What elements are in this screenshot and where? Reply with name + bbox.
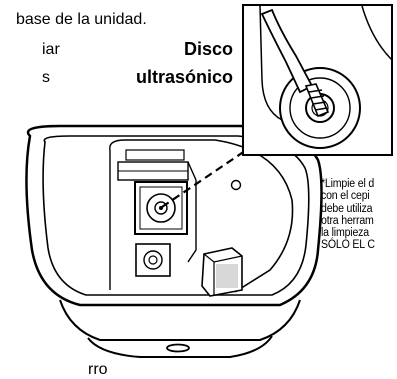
ultrasonic-disc-label: Disco ultrasónico bbox=[136, 38, 233, 88]
housing-outline bbox=[25, 124, 323, 307]
side-note-line-3: debe utiliza bbox=[321, 202, 373, 215]
side-note-line-6: SÓLO EL C bbox=[321, 239, 375, 252]
foot-slot bbox=[166, 343, 190, 353]
side-note-line-2: con el cepi bbox=[321, 190, 370, 203]
side-note-line-5: la limpieza bbox=[321, 227, 369, 240]
leader-line bbox=[161, 129, 277, 208]
callout-line-1: Disco bbox=[183, 39, 233, 59]
body-text-line-2: iar bbox=[42, 41, 60, 58]
side-note-line-4: otra herram bbox=[321, 214, 374, 227]
cleaning-brush-icon bbox=[260, 8, 314, 94]
base-foot bbox=[59, 299, 301, 341]
humidifier-base-illustration bbox=[25, 4, 393, 358]
body-text-line-3: s bbox=[42, 69, 50, 86]
body-text-line-1: base de la unidad. bbox=[16, 11, 147, 28]
side-note-line-1: *Limpie el d bbox=[321, 178, 375, 190]
ultrasonic-disc-icon bbox=[146, 193, 176, 223]
side-note: *Limpie el d con el cepi debe utiliza ot… bbox=[321, 178, 375, 252]
ultrasonic-disc-housing bbox=[134, 181, 188, 235]
callout-line-2: ultrasónico bbox=[135, 67, 233, 87]
